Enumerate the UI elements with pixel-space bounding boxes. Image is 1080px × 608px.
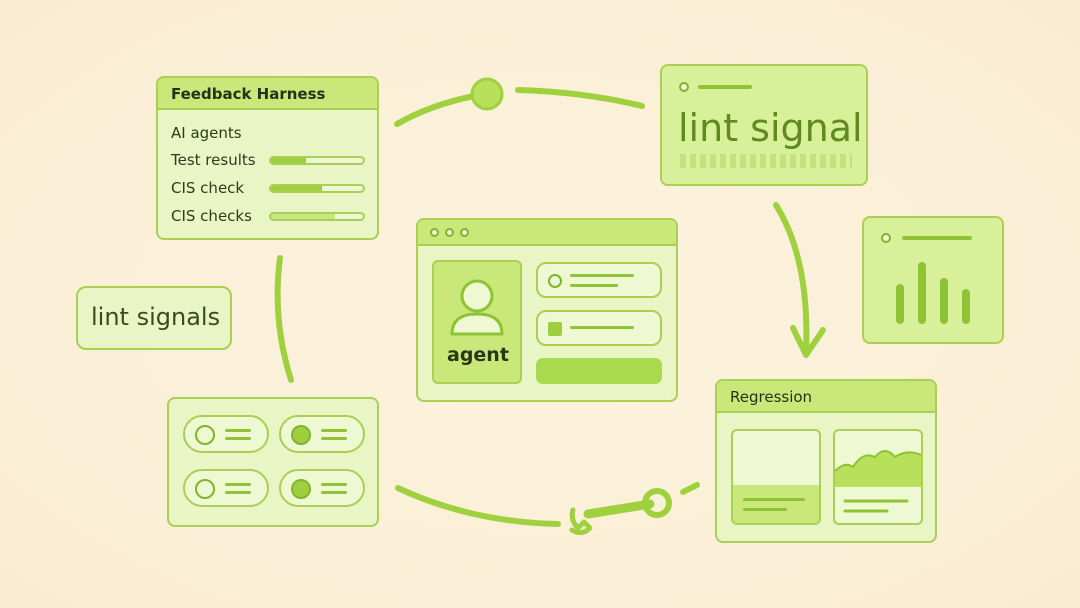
window-dot [881,233,891,243]
feedback-harness-card: Feedback Harness AI agents Test results … [156,76,379,240]
wrench-icon [569,488,672,536]
option-toggle[interactable] [279,469,365,507]
agent-option-row[interactable] [536,262,662,298]
area-chart-icon [835,450,921,513]
arc-top-right [515,87,645,109]
option-toggle[interactable] [183,469,269,507]
lint-signals-label: lint signals [91,303,221,331]
row-label-cis-check: CIS check [171,179,245,197]
agent-window-titlebar [418,220,676,246]
option-toggle[interactable] [183,415,269,453]
metrics-card [862,216,1004,344]
agent-option-row[interactable] [536,310,662,346]
cis-checks-progress [269,212,365,221]
option-toggle[interactable] [279,415,365,453]
row-label-test-results: Test results [171,151,256,169]
arc-left [274,255,294,383]
arc-bottom [395,485,561,527]
window-control-dot[interactable] [460,228,469,237]
regression-header [717,381,935,413]
cis-check-progress [269,184,365,193]
title-line [902,236,972,240]
options-grid-card [167,397,379,527]
arc-bottom-right-dash [680,482,700,495]
regression-panel-right [833,429,923,525]
window-control-dot[interactable] [430,228,439,237]
connector-node [470,77,504,111]
arc-right [773,202,810,355]
row-label-cis-checks: CIS checks [171,207,252,225]
regression-title: Regression [730,388,813,406]
agent-window: agent [416,218,678,402]
window-dot [679,82,689,92]
lint-signal-reflection [680,154,852,168]
feedback-harness-title: Feedback Harness [171,85,326,103]
lint-signal-card: lint signal [660,64,868,186]
checkbox-icon [548,322,562,336]
arrow-down-icon [790,325,826,358]
agent-action-button[interactable] [536,358,662,384]
bar-chart-icon [896,262,970,324]
regression-card: Regression [715,379,937,543]
row-label-ai-agents: AI agents [171,124,242,142]
lint-signals-tag: lint signals [76,286,232,350]
feedback-harness-header [158,78,377,110]
radio-icon [548,274,562,288]
arc-top-left [394,93,477,127]
regression-panel-left [731,429,821,525]
lint-signal-label: lint signal [678,106,863,150]
agent-profile-panel: agent [432,260,522,384]
window-control-dot[interactable] [445,228,454,237]
user-icon [450,279,504,336]
title-line [698,85,752,89]
agent-label: agent [447,344,509,366]
test-results-progress [269,156,365,165]
